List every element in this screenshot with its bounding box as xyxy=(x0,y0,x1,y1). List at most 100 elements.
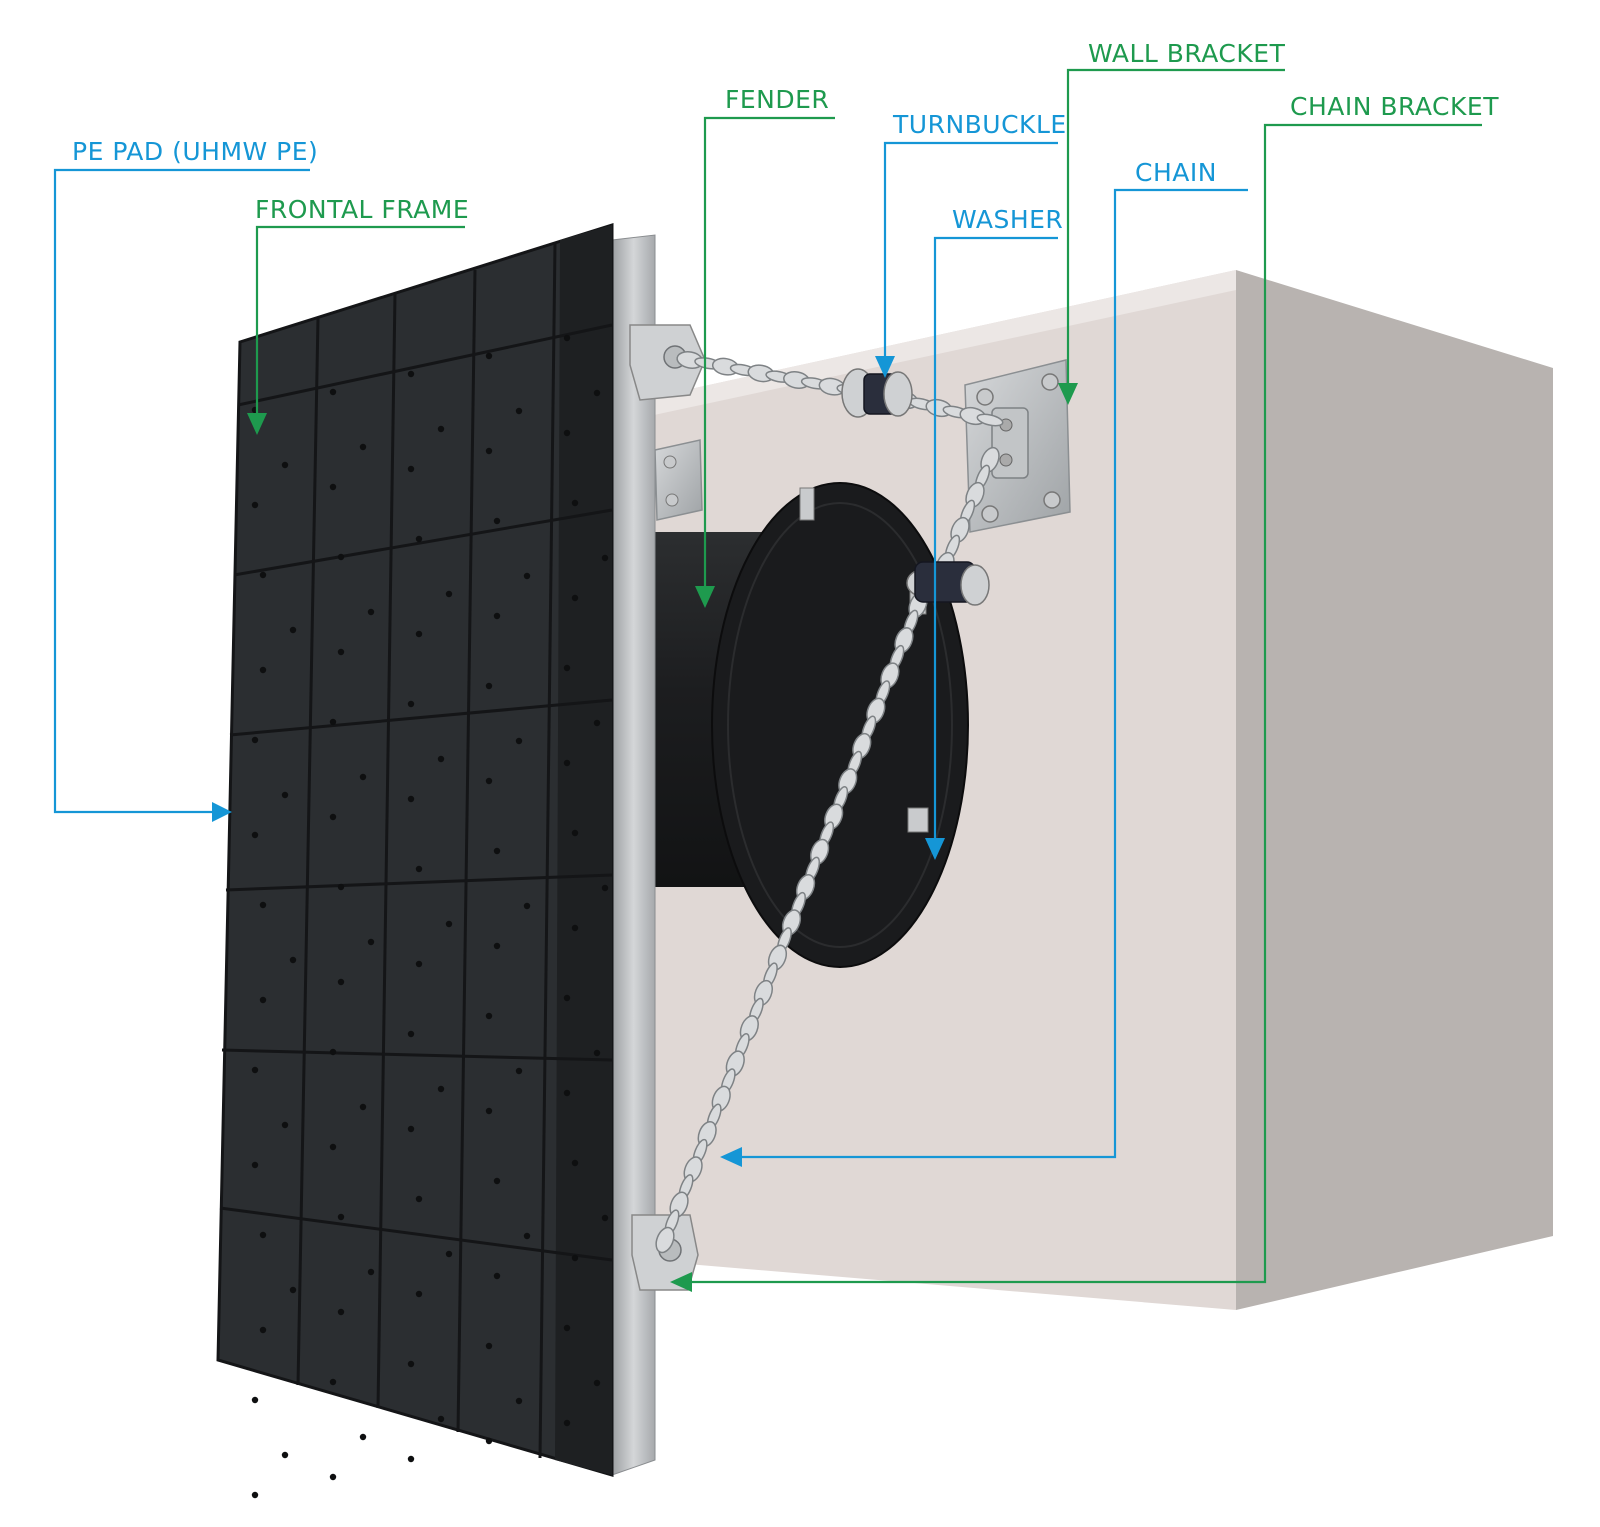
pad-bolt-hole xyxy=(485,682,493,690)
pad-bolt-hole xyxy=(593,719,601,727)
pad-divider xyxy=(221,1048,613,1062)
label-chain-bracket: CHAIN BRACKET xyxy=(1290,92,1499,121)
wall-bracket-lower xyxy=(654,439,703,521)
pad-bolt-hole xyxy=(571,499,579,507)
pad-bolt-hole xyxy=(563,1324,571,1332)
pad-bolt-hole xyxy=(485,1437,493,1445)
pad-bolt-hole xyxy=(259,1326,267,1334)
pad-divider xyxy=(229,698,613,737)
pad-bolt-hole xyxy=(337,1213,345,1221)
pad-bolt-hole xyxy=(493,942,501,950)
pad-bolt-hole xyxy=(515,407,523,415)
pad-bolt-hole xyxy=(289,1286,297,1294)
pad-bolt-hole xyxy=(359,443,367,451)
pad-bolt-hole xyxy=(329,483,337,491)
pad-bolt-hole xyxy=(367,938,375,946)
pad-bolt-hole xyxy=(337,648,345,656)
pad-bolt-hole xyxy=(407,700,415,708)
pad-bolt-hole xyxy=(515,1067,523,1075)
pad-bolt-hole xyxy=(281,791,289,799)
pad-bolt-hole xyxy=(571,924,579,932)
pad-bolt-hole xyxy=(329,1378,337,1386)
pad-bolt-hole xyxy=(571,829,579,837)
pad-bolt-hole xyxy=(415,1195,423,1203)
pad-bolt-hole xyxy=(259,901,267,909)
pad-bolt-hole xyxy=(437,1415,445,1423)
pad-bolt-hole xyxy=(563,994,571,1002)
leader-turnbuckle xyxy=(875,141,1058,378)
pad-bolt-hole xyxy=(593,1379,601,1387)
pad-bolt-hole xyxy=(251,1066,259,1074)
pad-bolt-hole xyxy=(407,1360,415,1368)
pe-pad-grid xyxy=(219,243,613,1499)
leader-fender xyxy=(695,116,835,608)
pad-bolt-hole xyxy=(515,1397,523,1405)
label-fender: FENDER xyxy=(725,85,829,114)
pad-bolt-hole xyxy=(407,465,415,473)
pad-bolt-hole xyxy=(493,517,501,525)
pad-bolt-hole xyxy=(593,1049,601,1057)
pad-bolt-hole xyxy=(445,590,453,598)
pad-bolt-hole xyxy=(485,1012,493,1020)
leader-washer xyxy=(925,236,1058,860)
pad-bolt-hole xyxy=(281,1451,289,1459)
turnbuckle-lower xyxy=(906,561,990,606)
pad-divider xyxy=(219,1206,613,1262)
pad-bolt-hole xyxy=(437,755,445,763)
pad-bolt-hole xyxy=(601,884,609,892)
pad-bolt-hole xyxy=(571,1159,579,1167)
pad-bolt-hole xyxy=(415,535,423,543)
pad-bolt-hole xyxy=(359,1433,367,1441)
pad-bolt-hole xyxy=(329,1048,337,1056)
turnbuckle-upper xyxy=(841,368,913,418)
pad-bolt-hole xyxy=(415,865,423,873)
label-wall-bracket: WALL BRACKET xyxy=(1088,39,1286,68)
pad-bolt-hole xyxy=(251,1491,259,1499)
pad-bolt-hole xyxy=(259,996,267,1004)
pad-bolt-hole xyxy=(415,1290,423,1298)
pad-bolt-hole xyxy=(493,1272,501,1280)
pe-pad-right-edge xyxy=(555,225,612,1475)
pad-bolt-hole xyxy=(329,1143,337,1151)
pad-divider xyxy=(376,293,397,1409)
pad-bolt-hole xyxy=(259,666,267,674)
pad-bolt-hole xyxy=(251,736,259,744)
pad-bolt-hole xyxy=(251,1161,259,1169)
pe-pad-panel xyxy=(216,222,614,1499)
pad-bolt-hole xyxy=(251,501,259,509)
label-chain: CHAIN xyxy=(1135,158,1217,187)
pad-bolt-hole xyxy=(415,960,423,968)
pad-bolt-hole xyxy=(493,612,501,620)
pad-bolt-hole xyxy=(337,978,345,986)
pad-bolt-hole xyxy=(251,1396,259,1404)
pad-bolt-hole xyxy=(337,553,345,561)
pad-bolt-hole xyxy=(485,777,493,785)
pad-bolt-hole xyxy=(485,352,493,360)
pad-divider xyxy=(233,508,613,577)
leader-wall-bracket xyxy=(1058,68,1285,405)
pad-divider xyxy=(237,323,613,407)
pad-bolt-hole xyxy=(329,813,337,821)
pad-bolt-hole xyxy=(367,1268,375,1276)
pad-bolt-hole xyxy=(329,1473,337,1481)
pad-bolt-hole xyxy=(563,334,571,342)
pad-bolt-hole xyxy=(515,737,523,745)
pad-bolt-hole xyxy=(437,1085,445,1093)
pad-bolt-hole xyxy=(445,1250,453,1258)
pad-bolt-hole xyxy=(359,773,367,781)
chain-link xyxy=(976,413,1004,427)
wall-side-face xyxy=(1236,270,1553,1310)
pad-bolt-hole xyxy=(407,1125,415,1133)
pad-bolt-hole xyxy=(415,630,423,638)
pad-bolt-hole xyxy=(601,1214,609,1222)
pad-bolt-hole xyxy=(563,1419,571,1427)
pad-bolt-hole xyxy=(563,429,571,437)
pad-bolt-hole xyxy=(445,920,453,928)
pad-bolt-hole xyxy=(523,902,531,910)
pad-bolt-hole xyxy=(485,447,493,455)
pad-bolt-hole xyxy=(563,759,571,767)
fender xyxy=(640,482,969,968)
pad-bolt-hole xyxy=(485,1342,493,1350)
pad-bolt-hole xyxy=(563,664,571,672)
